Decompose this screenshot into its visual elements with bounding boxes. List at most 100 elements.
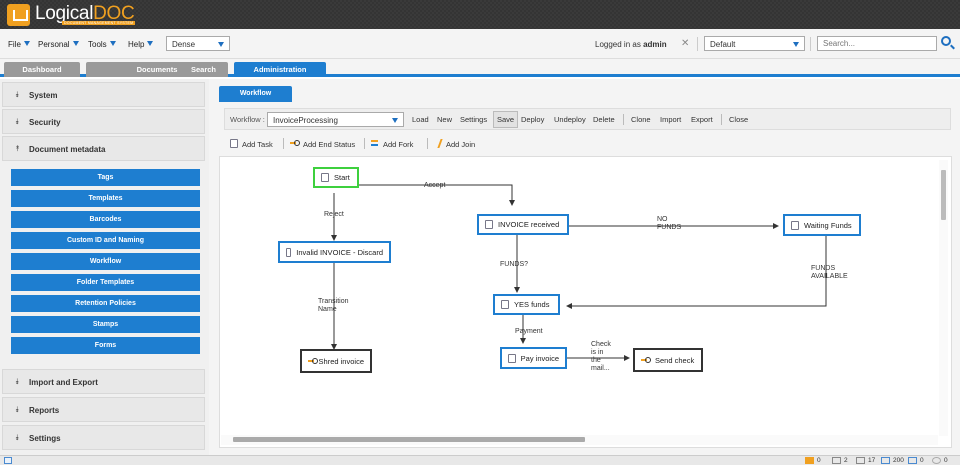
sidebar-item-retention-policies[interactable]: Retention Policies [11,295,200,312]
sidebar-section-settings[interactable]: ⯯Settings [2,425,205,450]
workflow-label: Workflow : [230,115,265,124]
logo: LogicalDOC [35,3,135,24]
sidebar-section-import-export[interactable]: ⯯Import and Export [2,369,205,394]
fork-icon [371,139,379,148]
task-icon [286,247,292,257]
load-button[interactable]: Load [412,115,429,124]
sidebar-section-security[interactable]: ⯯Security [2,109,205,134]
status-count: 2 [844,457,848,464]
transition-lines [331,184,827,361]
transition-label: Accept [424,182,446,189]
save-button[interactable]: Save [493,111,519,128]
clone-button[interactable]: Clone [631,115,651,124]
export-button[interactable]: Export [691,115,713,124]
node-shred-invoice[interactable]: Shred invoice [300,349,372,373]
sidebar-item-forms[interactable]: Forms [11,337,200,354]
add-end-status-button[interactable]: Add End Status [290,139,355,149]
undeploy-button[interactable]: Undeploy [554,115,586,124]
transition-label: FUNDS? [500,261,529,268]
end-status-icon [641,356,651,365]
sidebar-item-workflow[interactable]: Workflow [11,253,200,270]
node-waiting-funds[interactable]: Waiting Funds [783,214,861,236]
workflow-select[interactable]: InvoiceProcessing [267,112,404,127]
transition-funds-available [566,235,827,309]
workflow-toolbar: Workflow : InvoiceProcessing Load New Se… [224,108,951,130]
add-task-button[interactable]: Add Task [230,139,273,149]
menu-tools[interactable]: Tools [88,40,116,49]
chat-icon[interactable] [932,457,941,464]
sidebar-item-custom-id[interactable]: Custom ID and Naming [11,232,200,249]
mail-icon[interactable] [881,457,890,464]
workflow-canvas[interactable]: Start INVOICE received Waiting Funds Inv… [219,156,952,448]
panel-splitter[interactable] [209,79,214,465]
menu-help[interactable]: Help [128,40,154,49]
node-invoice-received[interactable]: INVOICE received [477,214,569,235]
scrollbar-thumb[interactable] [233,437,585,442]
node-send-check[interactable]: Send check [633,348,703,372]
divider [721,114,722,125]
checkout-icon[interactable] [856,457,865,464]
window-icon[interactable] [4,457,12,464]
node-pay-invoice[interactable]: Pay invoice [500,347,567,369]
chevron-down-icon: ⯯ [15,117,20,126]
search-input[interactable] [817,36,937,51]
node-yes-funds[interactable]: YES funds [493,294,560,315]
tab-workflow[interactable]: Workflow [219,86,292,102]
close-icon[interactable]: ✕ [681,38,690,49]
menu-personal[interactable]: Personal [38,40,79,49]
sidebar-section-system[interactable]: ⯯System [2,82,205,107]
vertical-scrollbar[interactable] [939,160,948,436]
logo-subtitle: DOCUMENT MANAGEMENT SYSTEM [62,21,136,25]
menu-file[interactable]: File [8,40,30,49]
status-count: 0 [920,457,924,464]
delete-button[interactable]: Delete [593,115,615,124]
end-status-icon [308,357,318,366]
settings-button[interactable]: Settings [460,115,488,124]
density-select[interactable]: Dense [166,36,230,51]
task-icon [791,220,799,230]
scrollbar-thumb[interactable] [941,170,946,220]
chevron-down-icon: ⯯ [15,90,20,99]
divider [810,37,811,51]
status-bar: 0 2 17 200 0 0 [0,455,960,465]
chevron-up-icon: ⯭ [15,144,20,153]
add-join-button[interactable]: Add Join [434,139,475,149]
sidebar-section-document-metadata[interactable]: ⯭Document metadata [2,136,205,161]
divider [283,138,284,149]
divider [623,114,624,125]
new-button[interactable]: New [437,115,453,124]
sidebar-item-folder-templates[interactable]: Folder Templates [11,274,200,291]
sidebar-item-templates[interactable]: Templates [11,190,200,207]
menu-bar: File Personal Tools Help Dense [0,29,960,59]
logo-icon [7,4,30,26]
tab-documents[interactable]: Documents [86,62,228,77]
sidebar-item-tags[interactable]: Tags [11,169,200,186]
deploy-button[interactable]: Deploy [521,115,545,124]
caret-down-icon [147,41,154,46]
tab-search[interactable]: Search [190,65,216,74]
lock-icon[interactable] [832,457,841,464]
node-invalid-invoice[interactable]: Invalid INVOICE - Discard [278,241,391,263]
task-icon [508,353,516,363]
tab-administration[interactable]: Administration [234,62,326,77]
status-count: 0 [944,457,948,464]
calendar-icon[interactable] [908,457,917,464]
status-count: 17 [868,457,876,464]
event-icon[interactable] [805,457,814,464]
add-fork-button[interactable]: Add Fork [371,139,413,149]
node-start[interactable]: Start [313,167,359,188]
sidebar-item-barcodes[interactable]: Barcodes [11,211,200,228]
close-button[interactable]: Close [729,115,749,124]
caret-down-icon [392,118,398,123]
status-count: 200 [893,457,904,464]
import-button[interactable]: Import [660,115,682,124]
horizontal-scrollbar[interactable] [221,435,938,445]
sidebar-item-stamps[interactable]: Stamps [11,316,200,333]
chevron-down-icon: ⯯ [15,405,20,414]
workspace-select[interactable]: Default [704,36,805,51]
tab-dashboard[interactable]: Dashboard [4,62,80,77]
sidebar-section-reports[interactable]: ⯯Reports [2,397,205,422]
search-icon[interactable] [941,36,951,46]
